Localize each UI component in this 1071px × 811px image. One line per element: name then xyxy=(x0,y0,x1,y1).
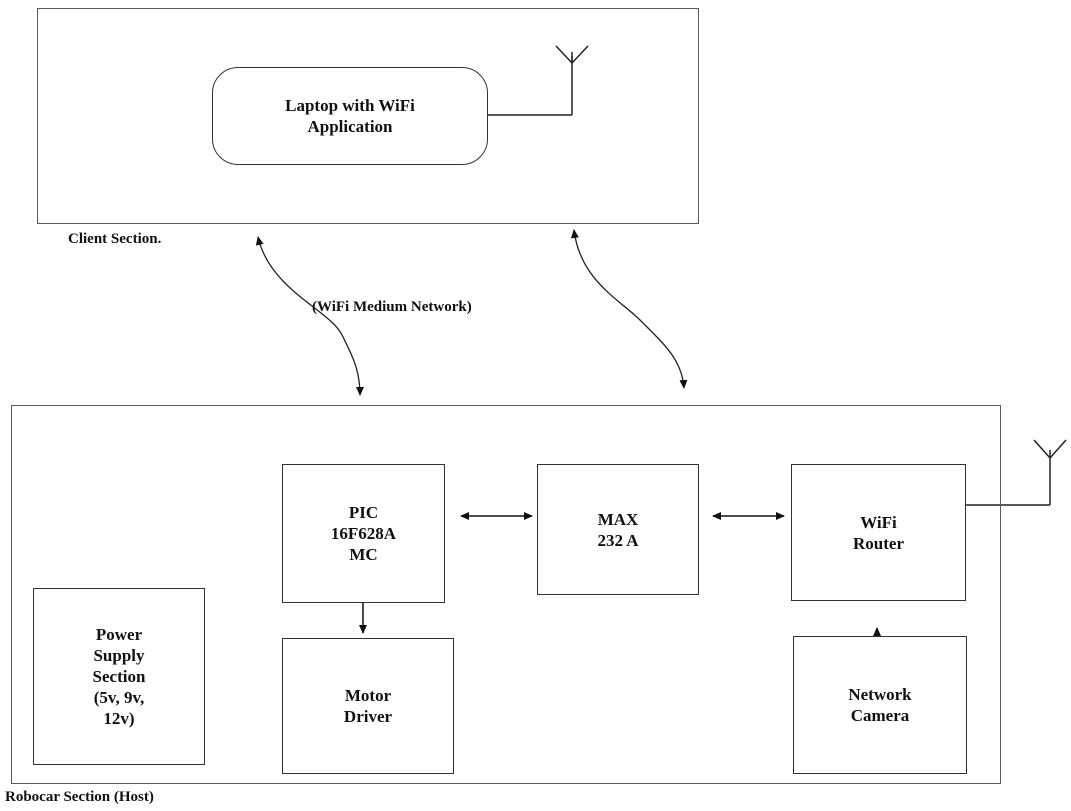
motor-driver-label: Motor Driver xyxy=(343,686,393,726)
max232-block: MAX 232 A xyxy=(537,464,699,595)
motor-driver-block: Motor Driver xyxy=(282,638,454,774)
laptop-block: Laptop with WiFi Application xyxy=(212,67,488,165)
host-section-caption: Robocar Section (Host) xyxy=(5,789,154,805)
client-antenna-icon xyxy=(487,45,589,116)
pic-block: PIC 16F628A MC xyxy=(282,464,445,603)
router-label: WiFi Router xyxy=(853,512,904,553)
wifi-link-left xyxy=(255,236,364,396)
client-section-frame xyxy=(37,8,699,224)
network-label: (WiFi Medium Network) xyxy=(312,299,472,315)
host-section-frame xyxy=(11,405,1001,784)
host-antenna-icon xyxy=(965,439,1067,506)
power-supply-label: Power Supply Section (5v, 9v, 12v) xyxy=(92,625,146,728)
wifi-link-right xyxy=(570,229,688,389)
router-block: WiFi Router xyxy=(791,464,966,601)
client-section-caption: Client Section. xyxy=(68,231,162,247)
network-camera-block: Network Camera xyxy=(793,636,967,774)
laptop-label: Laptop with WiFi Application xyxy=(285,96,415,136)
pic-label: PIC 16F628A MC xyxy=(330,503,397,564)
network-camera-label: Network Camera xyxy=(848,685,912,725)
max232-label: MAX 232 A xyxy=(597,509,639,550)
power-supply-block: Power Supply Section (5v, 9v, 12v) xyxy=(33,588,205,765)
